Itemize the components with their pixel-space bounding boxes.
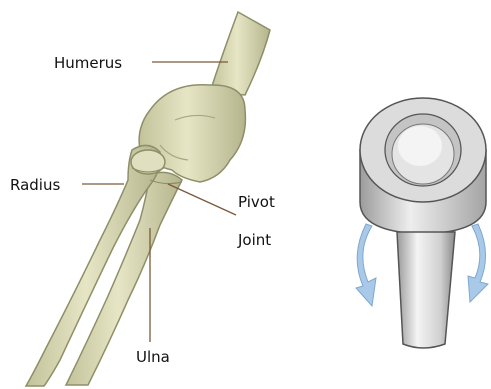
radius-label: Radius [10, 176, 60, 194]
pivot-label: Pivot [238, 193, 275, 211]
ulna-label: Ulna [136, 348, 170, 366]
pivot-shaft [397, 232, 455, 348]
right-rotation-arrow [468, 224, 488, 302]
humerus-bone [210, 12, 270, 95]
pivot-joint-model [356, 98, 488, 348]
joint-label: Joint [237, 231, 271, 249]
pivot-leader-line [168, 184, 236, 215]
humerus-label: Humerus [54, 54, 122, 72]
left-rotation-arrow [356, 224, 376, 306]
